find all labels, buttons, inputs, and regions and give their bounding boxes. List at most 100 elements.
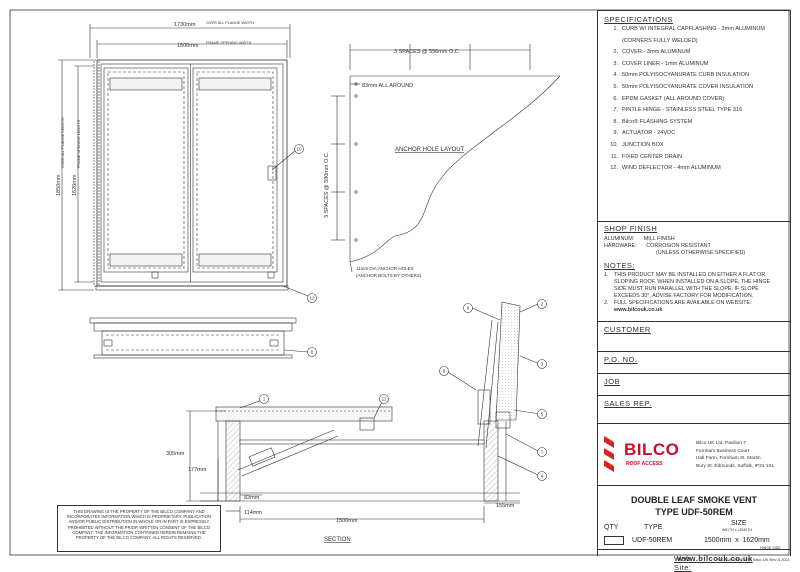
drawing-title: DOUBLE LEAF SMOKE VENT	[630, 495, 757, 505]
spec-text: 50mm POLYISOCYANURATE CURB INSULATION	[622, 72, 750, 79]
hinge-side-label: HINGE SIDE	[760, 546, 781, 550]
spec-item: 6.EPDM GASKET (ALL AROUND COVER)	[604, 94, 765, 106]
company-address: Bilco UK Ltd, Pavilion 7 Fornham Busines…	[696, 440, 774, 470]
dim-anchor-spaces-v: 3 SPACES @ 590mm O.C.	[324, 151, 330, 218]
spec-number: 11.	[610, 153, 618, 160]
notes-section: NOTES: 1. THIS PRODUCT MAY BE INSTALLED …	[604, 261, 784, 314]
spec-text: JUNCTION BOX	[622, 141, 664, 148]
aluminum-value: MILL FINISH	[643, 236, 675, 242]
bilco-logo-sub: ROOF ACCESS	[626, 461, 663, 467]
callout-6: 6	[467, 306, 470, 311]
anchor-layout-title: ANCHOR HOLE LAYOUT	[395, 147, 465, 153]
spec-text: 50mm POLYISOCYANURATE COVER INSULATION	[622, 83, 754, 90]
dim-overall-length-note: OVER ALL FLANGE LENGTH	[61, 117, 65, 168]
spec-item: 4.50mm POLYISOCYANURATE CURB INSULATION	[604, 70, 765, 82]
spec-number: 8.	[613, 118, 618, 125]
web-divider	[598, 549, 790, 550]
spec-text: CURB W/ INTEGRAL CAPFLASHING - 3mm ALUMI…	[622, 26, 766, 32]
anchor-holes-note: 11mm DIA ANCHOR HOLES	[356, 266, 414, 271]
spec-text: EPDM GASKET (ALL AROUND COVER)	[622, 95, 725, 102]
callout-2: 2	[541, 302, 544, 307]
title-block: DOUBLE LEAF SMOKE VENT TYPE UDF-50REM QT…	[598, 485, 790, 572]
spec-number: 2.	[613, 49, 618, 56]
specifications-list: 1. CURB W/ INTEGRAL CAPFLASHING - 3mm ALU…	[604, 24, 765, 175]
aluminum-label: ALUMINUM:	[604, 236, 635, 242]
callout-12: 12	[309, 296, 315, 301]
spec-item: 9. ACTUATOR - 24VDC	[604, 128, 765, 140]
note-1-text: THIS PRODUCT MAY BE INSTALLED ON EITHER …	[614, 272, 771, 299]
spec-number: 12.	[610, 165, 618, 172]
specifications-section: SPECIFICATIONS 1. CURB W/ INTEGRAL CAPFLA…	[604, 15, 765, 175]
dim-opening-length-note: FRAME OPENING LENGTH	[77, 119, 81, 168]
dim-83: 83mm	[244, 495, 260, 501]
spec-number: 3.	[613, 60, 618, 67]
section-title: SECTION	[324, 537, 351, 543]
drawing-reference: SD-UDF-50REMTS Bilco UK Rev A 2021	[717, 557, 790, 562]
sales-rep-label: SALES REP.	[604, 399, 652, 408]
dim-114: 114mm	[244, 510, 262, 516]
notes-website: www.bilcouk.co.uk	[614, 307, 663, 313]
qty-input[interactable]	[604, 536, 624, 545]
callout-5: 5	[541, 412, 544, 417]
spec-item: (CORNERS FULLY WELDED)	[604, 36, 765, 48]
spec-item: 3. COVER LINER - 1mm ALUMINUM	[604, 59, 765, 71]
spec-item: 8.Bilco® FLASHING SYSTEM	[604, 117, 765, 129]
spec-item: 12.WIND DEFLECTOR - 4mm ALUMINUM	[604, 163, 765, 175]
callout-numbers: 10 12 8 1 11 9 6 2 3 5 7 4	[263, 147, 544, 479]
website-link[interactable]: www.bilcouk.co.uk	[677, 554, 753, 563]
po-label: P.O. NO.	[604, 355, 638, 364]
spec-text: (CORNERS FULLY WELDED)	[622, 37, 698, 44]
callout-1: 1	[263, 397, 266, 402]
size-sub-label: WIDTH x LENGTH	[722, 528, 753, 532]
anchor-bolts-note: (ANCHOR BOLTS BY OTHERS)	[356, 273, 422, 278]
callout-7: 7	[541, 450, 544, 455]
spec-item: 7. PINTLE HINGE - STAINLESS STEEL TYPE 31…	[604, 105, 765, 117]
spec-text: COVER LINER - 1mm ALUMINUM	[622, 60, 709, 67]
specifications-title: SPECIFICATIONS	[604, 15, 673, 24]
address-line-3: Hall Farm, Fornham St. Martin	[696, 456, 761, 461]
sales-rep-field: SALES REP.	[598, 395, 790, 422]
spec-text: COVER - 3mm ALUMINUM	[622, 49, 691, 56]
hardware-label: HARDWARE:	[604, 243, 637, 249]
dim-1500: 1500mm	[336, 518, 358, 524]
dim-opening-length: 1620mm	[72, 174, 78, 196]
dim-opening-width: 1500mm	[177, 43, 199, 49]
spec-number: 9.	[613, 130, 618, 137]
shop-finish-divider	[598, 221, 790, 222]
spec-number: 7.	[613, 107, 618, 114]
bilco-chevron-icon	[604, 436, 614, 472]
dim-anchor-spaces-h: 3 SPACES @ 556mm O.C.	[394, 49, 461, 55]
shop-finish-section: SHOP FINISH ALUMINUM: MILL FINISH HARDWA…	[604, 224, 745, 257]
spec-item: 11.FIXED CENTER DRAIN	[604, 152, 765, 164]
po-field: P.O. NO.	[598, 351, 790, 374]
dim-305: 305mm	[166, 451, 185, 457]
note-1-number: 1.	[604, 272, 609, 278]
spec-text: ACTUATOR - 24VDC	[622, 130, 676, 137]
spec-item: 5. 50mm POLYISOCYANURATE COVER INSULATION	[604, 82, 765, 94]
drawing-type-line: TYPE UDF-50REM	[655, 507, 733, 517]
spec-number: 1.	[613, 26, 618, 32]
callout-circles	[259, 144, 547, 481]
type-value: UDF-50REM	[632, 537, 673, 544]
callout-10: 10	[296, 147, 302, 152]
qty-label: QTY	[604, 524, 619, 531]
type-label: TYPE	[644, 524, 663, 531]
dim-177: 177mm	[188, 467, 207, 473]
company-block: BILCO ROOF ACCESS Bilco UK Ltd, Pavilion…	[598, 423, 790, 486]
note-2-text: FULL SPECIFICATIONS ARE AVAILABLE ON WEB…	[614, 300, 752, 306]
address-line-4: Bury St. Edmunds, Suffolk, IP31 1SL	[696, 463, 775, 469]
callout-4: 4	[541, 474, 544, 479]
address-line-2: Fornham Business Court	[696, 448, 750, 454]
callout-3: 3	[541, 362, 544, 367]
disclaimer: THIS DRAWING IS THE PROPERTY OF THE BILC…	[57, 505, 221, 552]
dim-155: 155mm	[496, 503, 515, 509]
spec-number	[604, 36, 618, 48]
hardware-value: CORROSION RESISTANT	[646, 243, 711, 249]
plan-view	[58, 24, 309, 297]
spec-text: PINTLE HINGE - STAINLESS STEEL TYPE 316	[622, 107, 743, 114]
note-2-number: 2.	[604, 300, 609, 306]
spec-number: 5.	[613, 83, 618, 90]
dimension-labels: 1730mm OVER ALL FLANGE WIDTH 1500mm FRAM…	[56, 21, 515, 543]
